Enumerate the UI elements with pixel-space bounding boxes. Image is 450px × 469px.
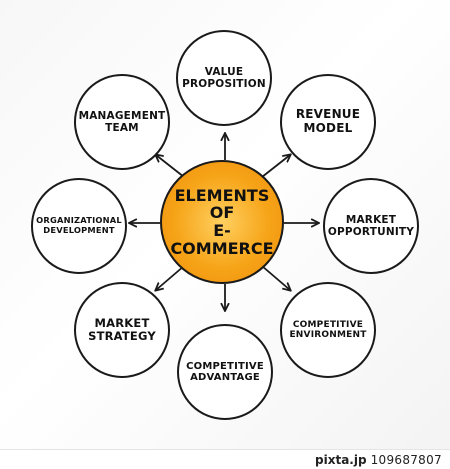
arrow-to-competitive-environment	[261, 265, 290, 290]
node-market-strategy: MARKET STRATEGY	[74, 282, 170, 378]
node-competitive-environment: COMPETITIVE ENVIRONMENT	[280, 282, 376, 378]
node-value-proposition: VALUE PROPOSITION	[176, 30, 272, 126]
node-label: COMPETITIVE ADVANTAGE	[186, 360, 264, 384]
arrow-to-management-team	[156, 155, 185, 178]
node-label: COMPETITIVE ENVIRONMENT	[289, 319, 367, 340]
node-competitive-advantage: COMPETITIVE ADVANTAGE	[177, 324, 273, 420]
watermark-bar: pixta.jp 109687807	[0, 449, 450, 469]
node-management-team: MANAGEMENT TEAM	[74, 74, 170, 170]
node-label: VALUE PROPOSITION	[182, 65, 266, 90]
node-label: MARKET OPPORTUNITY	[327, 213, 415, 238]
node-label: MARKET STRATEGY	[88, 315, 156, 343]
node-label: REVENUE MODEL	[295, 107, 361, 135]
node-organizational-development: ORGANIZATIONAL DEVELOPMENT	[31, 178, 127, 274]
node-label: ORGANIZATIONAL DEVELOPMENT	[36, 215, 122, 235]
arrow-to-market-strategy	[156, 265, 185, 290]
watermark-brand: pixta.jp	[315, 452, 367, 467]
watermark-id: 109687807	[370, 452, 442, 467]
node-label: MANAGEMENT TEAM	[78, 109, 166, 134]
arrow-to-revenue-model	[261, 155, 290, 178]
center-node: ELEMENTS OF E-COMMERCE	[160, 160, 284, 284]
center-label: ELEMENTS OF E-COMMERCE	[170, 185, 274, 258]
node-revenue-model: REVENUE MODEL	[280, 74, 376, 170]
node-market-opportunity: MARKET OPPORTUNITY	[323, 178, 419, 274]
